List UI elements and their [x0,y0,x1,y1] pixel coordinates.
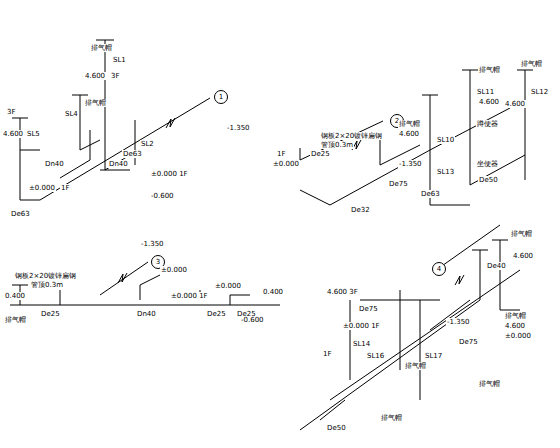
pipe-label: 排气帽 [510,230,533,238]
pipe-label: De75 [458,338,479,346]
pipe-label: De25 [310,150,331,158]
pipe-label: 4.600 [504,322,526,330]
pipe-label: SL16 [366,352,385,360]
pipe-label: ±0.000 [504,332,532,340]
pipe-label: Dn40 [108,160,129,168]
pipe-label: 4.600 [512,252,534,260]
pipe-label: 4.600 [398,130,420,138]
pipe-label: Dn40 [44,160,65,168]
pipe-label: De63 [420,190,441,198]
pipe-label: SL17 [424,352,443,360]
pipe-label: 管顶0.3m [320,141,354,149]
pipe-label: SL12 [530,88,549,96]
pipe-label: SL11 [476,88,495,96]
pipe-label: 排气帽 [504,312,527,320]
pipe-label: 排气帽 [4,316,27,324]
pipe-label: De63 [122,150,143,158]
pipe-label: De40 [486,262,507,270]
pipe-label: SL4 [64,110,79,118]
pipe-label: De63 [10,210,31,218]
pipe-label: ±0.000 [160,266,188,274]
pipe-label: SL10 [436,136,455,144]
pipe-label: -1.350 [446,318,471,326]
pipe-label: Dn40 [136,310,157,318]
callout-number: 1 [219,93,223,101]
pipe-label: 钢板2×20镀锌扁钢 [14,272,77,280]
pipe-label: 4.600 3F [326,288,359,296]
pipe-label: -1.350 [140,240,165,248]
pipe-label: 排气帽 [84,99,107,107]
pipe-label: 4.600 [504,100,526,108]
pipe-label: 排气帽 [90,44,113,52]
pipe-label: ±0.000 1F [342,322,381,330]
pipe-label: 0.400 [262,288,284,296]
callout-circle: 1 [214,90,228,104]
pipe-label: 坐便器 [476,160,499,168]
pipe-label: 排气帽 [404,362,427,370]
pipe-label: -1.350 [398,160,423,168]
pipe-label: De25 [40,310,61,318]
pipe-label: 钢板2×20镀锌扁钢 [320,132,383,140]
pipe-label: ±0.000 1F [150,170,189,178]
pipe-label: 0.400 [4,292,26,300]
pipe-label: 排气帽 [520,60,543,68]
pipe-label: ±0.000 [214,282,242,290]
pipe-label: 排气帽 [478,66,501,74]
pipe-label: 管顶0.3m [30,281,64,289]
pipe-label: -0.600 [150,192,175,200]
pipe-label: De75 [358,305,379,313]
pipe-label: ±0.000 1F [170,292,209,300]
pipe-label: 4.600 [478,98,500,106]
pipe-label: De75 [388,180,409,188]
pipe-label: 排气帽 [398,120,421,128]
pipe-label: 4.600 [2,130,24,138]
pipe-label: 蹲便器 [476,120,499,128]
pipe-label: -0.600 [240,316,265,324]
pipe-label: 排气帽 [478,380,501,388]
pipe-label: SL14 [352,340,371,348]
pipe-label: SL5 [26,130,41,138]
pipe-label: 排气帽 [380,414,403,422]
pipe-label: De32 [350,206,371,214]
callout-number: 4 [437,265,441,273]
pipe-label: SL1 [112,56,127,64]
callout-circle: 4 [432,262,446,276]
pipe-label: De50 [478,176,499,184]
pipe-label: 3F [6,108,16,116]
pipe-label: SL2 [140,140,155,148]
callout-number: 3 [156,258,160,266]
pipe-label: 3F [110,72,120,80]
pipe-label: 1F [60,184,70,192]
pipe-label: 1F [322,350,332,358]
pipe-label: De25 [206,310,227,318]
pipe-label: 1F [276,150,286,158]
pipe-label: De50 [326,424,347,432]
pipe-label: 4.600 [84,72,106,80]
pipe-label: SL13 [436,168,455,176]
pipe-label: ±0.000 [28,184,56,192]
pipe-label: ±0.000 [272,160,300,168]
pipe-label: -1.350 [226,124,251,132]
